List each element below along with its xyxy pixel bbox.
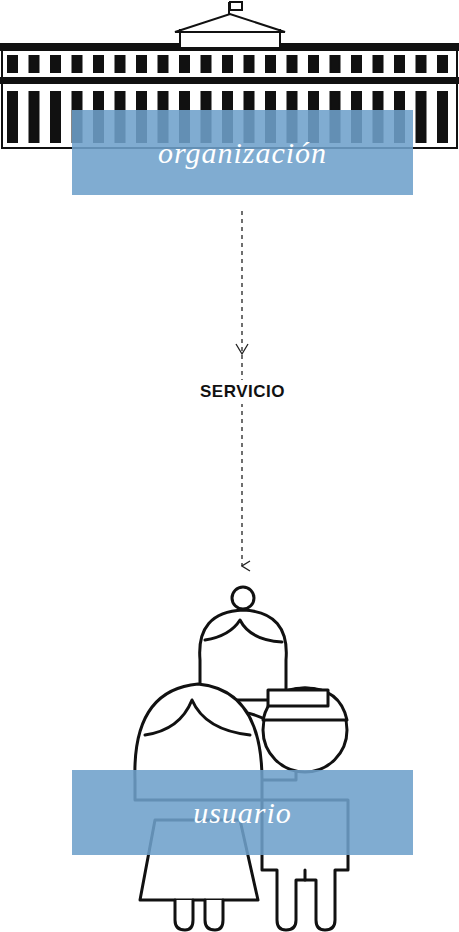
window [438,56,447,72]
band-node: organización [72,110,413,195]
window [94,56,103,72]
window [51,92,60,142]
boy-cap-brim [268,690,328,706]
window [266,56,275,72]
window [309,56,318,72]
blue-band: usuario [72,770,413,855]
window [352,56,361,72]
window [417,92,426,142]
window [417,56,426,72]
boy-pants-seam [304,870,307,880]
window [180,56,189,72]
window [395,56,404,72]
window [374,56,383,72]
window [438,92,447,142]
band-label: usuario [193,796,292,830]
blue-band: organización [72,110,413,195]
window [288,56,297,72]
girl-hair [145,700,250,735]
building-pediment [175,14,285,32]
window [30,56,39,72]
window [202,56,211,72]
band-label: organización [158,136,327,170]
girl-leg-right [205,900,223,930]
edge-label: SERVICIO [194,380,291,404]
window [331,56,340,72]
hair-bun [232,587,254,609]
window [8,92,17,142]
window [73,56,82,72]
window [116,56,125,72]
window [223,56,232,72]
girl-leg-left [175,900,193,930]
woman-hair [205,620,282,642]
boy-cap [263,688,347,720]
window [51,56,60,72]
building-floor-line [0,78,459,83]
flag [230,2,242,10]
window [30,92,39,142]
window [245,56,254,72]
band-node: usuario [72,580,413,855]
window [137,56,146,72]
window [8,56,17,72]
boy-head [263,688,347,772]
window [159,56,168,72]
people-drawing [135,587,348,930]
